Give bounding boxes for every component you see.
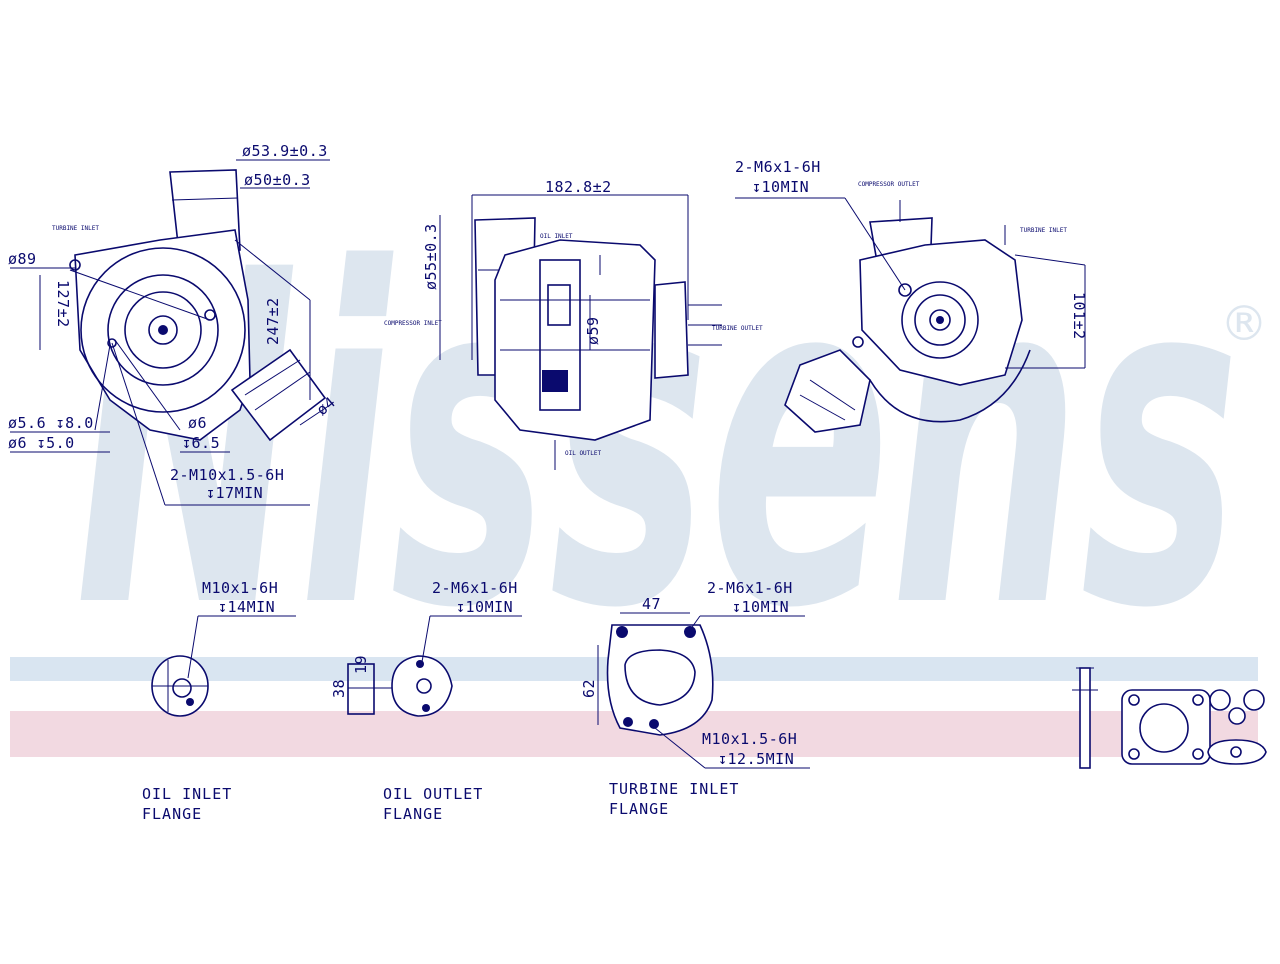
oil-inlet-thread: M10x1-6H — [202, 579, 278, 597]
oil-outlet-dim19: 19 — [352, 655, 370, 674]
turbine-inlet-label-2: FLANGE — [609, 800, 669, 818]
dim-d55: ø55±0.3 — [422, 223, 440, 290]
oil-inlet-depth: ↧14MIN — [218, 598, 275, 616]
center-housing — [494, 239, 656, 441]
dim-d59: ø59 — [584, 316, 602, 345]
turbine-outlet-flange — [654, 281, 689, 379]
oil-outlet-label-2: FLANGE — [383, 805, 443, 823]
turbine-flange-depth-bottom: ↧12.5MIN — [718, 750, 794, 768]
right-view: 2-M6x1-6H ↧10MIN 101±2 COMPRESSOR OUTLET… — [735, 158, 1088, 433]
dim-d56: ø5.6 ↧8.0 — [8, 414, 94, 432]
dim-247: 247±2 — [264, 297, 282, 345]
oil-outlet-label: OIL OUTLET — [383, 785, 483, 803]
dim-d50: ø50±0.3 — [244, 171, 311, 189]
dim-d6a: ø6 ↧5.0 — [8, 434, 75, 452]
label-turbine-inlet-right: TURBINE INLET — [1020, 227, 1067, 234]
label-oil-outlet: OIL OUTLET — [565, 450, 602, 457]
dim-thread-right: 2-M6x1-6H — [735, 158, 821, 176]
oil-outlet-dim38: 38 — [330, 679, 348, 698]
housing-outer-ring — [80, 247, 246, 413]
turbine-flange-thread-bottom: M10x1.5-6H — [702, 730, 797, 748]
turbine-duct — [230, 348, 327, 442]
oil-inlet-label-2: FLANGE — [142, 805, 202, 823]
label-compressor-inlet: COMPRESSOR INLET — [384, 320, 442, 327]
dim-101: 101±2 — [1070, 292, 1088, 340]
accessory-kit — [1072, 667, 1267, 769]
label-turbine-outlet: TURBINE OUTLET — [712, 325, 763, 332]
oil-outlet-flange: 2-M6x1-6H ↧10MIN 38 19 OIL OUTLET FLANGE — [330, 579, 522, 823]
registered-mark: ® — [1220, 296, 1268, 352]
turbine-inlet-flange: 47 62 2-M6x1-6H ↧10MIN M10x1.5-6H ↧12.5M… — [580, 579, 810, 818]
turbine-housing — [859, 239, 1023, 386]
oil-inlet-label: OIL INLET — [142, 785, 232, 803]
turbine-inlet-label: TURBINE INLET — [609, 780, 739, 798]
dim-d89: ø89 — [8, 250, 37, 268]
turbine-flange-depth-top: ↧10MIN — [732, 598, 789, 616]
oil-inlet-flange: M10x1-6H ↧14MIN OIL INLET FLANGE — [142, 579, 296, 823]
oil-outlet-thread: 2-M6x1-6H — [432, 579, 518, 597]
dim-d6b: ø6 — [188, 414, 207, 432]
dim-d53: ø53.9±0.3 — [242, 142, 328, 160]
oil-outlet-depth: ↧10MIN — [456, 598, 513, 616]
left-view: ø53.9±0.3 ø50±0.3 ø89 127±2 247±2 ø5.6 ↧… — [8, 142, 339, 506]
turbine-flange-dim62: 62 — [580, 679, 598, 698]
label-turbine-inlet-left: TURBINE INLET — [52, 225, 99, 232]
brand-watermark: Nissens — [75, 174, 1240, 709]
wastegate-actuator — [784, 349, 871, 433]
turbine-flange-thread-top: 2-M6x1-6H — [707, 579, 793, 597]
middle-view: 182.8±2 ø55±0.3 ø59 COMPRESSOR INLET OIL… — [384, 178, 763, 470]
label-oil-inlet: OIL INLET — [540, 233, 573, 240]
turbine-flange-dim47: 47 — [642, 595, 661, 613]
dim-thread-depth-right: ↧10MIN — [752, 178, 809, 196]
dim-length: 182.8±2 — [545, 178, 612, 196]
label-compressor-outlet: COMPRESSOR OUTLET — [858, 181, 920, 188]
dim-depth65: ↧6.5 — [182, 434, 220, 452]
dim-thread-left: 2-M10x1.5-6H — [170, 466, 284, 484]
dim-thread-depth-left: ↧17MIN — [206, 484, 263, 502]
dim-127: 127±2 — [54, 280, 72, 328]
